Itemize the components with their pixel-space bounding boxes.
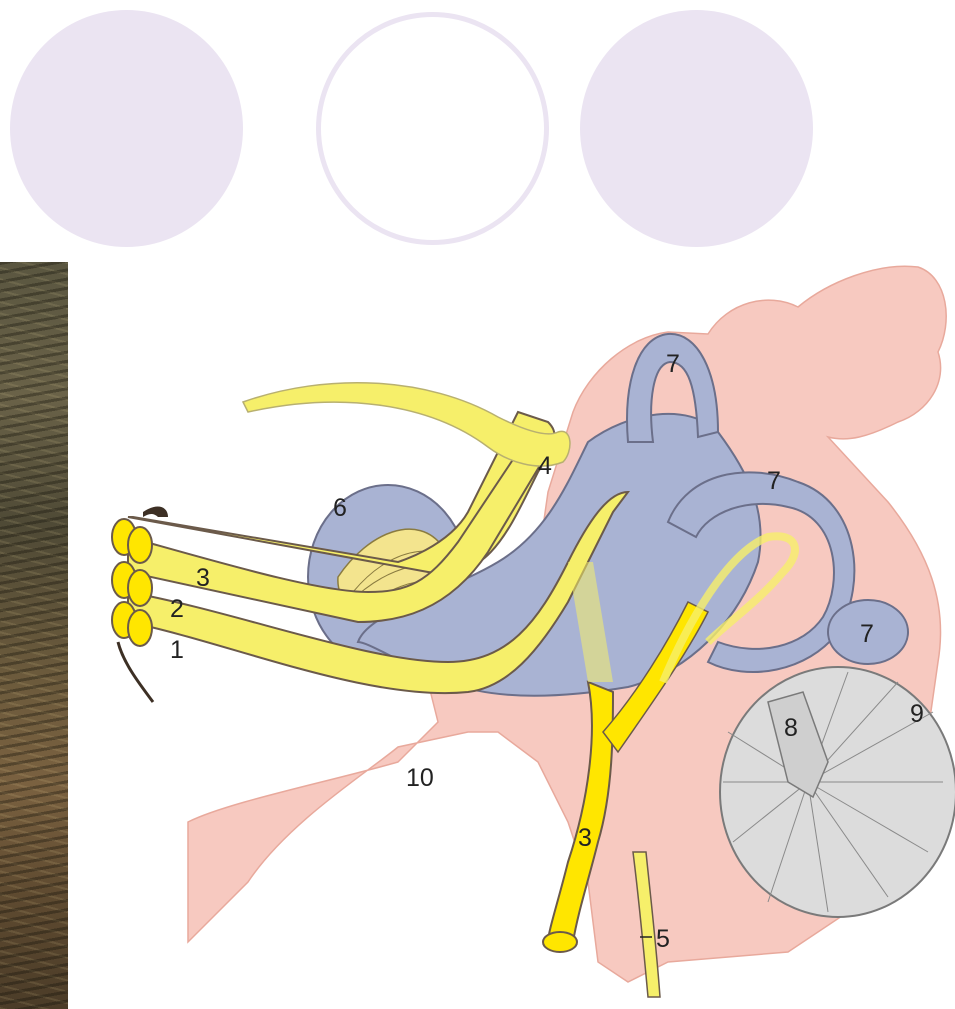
nerve-sheath-edge bbox=[143, 507, 168, 517]
label-7a: 7 bbox=[666, 350, 680, 378]
label-6: 6 bbox=[333, 494, 347, 522]
nerve-sheath-lower bbox=[118, 642, 153, 702]
decorative-circle-center-outline bbox=[316, 12, 549, 245]
decorative-circle-right bbox=[580, 10, 813, 247]
label-9: 9 bbox=[910, 700, 924, 728]
inner-ear-diagram: 1 2 3 4 6 7 7 7 8 9 10 3 5 bbox=[68, 262, 955, 1009]
label-7b: 7 bbox=[767, 467, 781, 495]
label-3a: 3 bbox=[196, 564, 210, 592]
label-7c: 7 bbox=[860, 620, 874, 648]
photo-edge-strip bbox=[0, 262, 68, 1009]
label-1: 1 bbox=[170, 636, 184, 664]
nerve-3-end bbox=[543, 932, 577, 952]
label-8: 8 bbox=[784, 714, 798, 742]
label-5: 5 bbox=[656, 925, 670, 953]
label-4: 4 bbox=[538, 452, 552, 480]
decorative-circle-left bbox=[10, 10, 243, 247]
label-10: 10 bbox=[406, 764, 434, 792]
nerve-cut-ends bbox=[112, 519, 152, 646]
label-3b: 3 bbox=[578, 824, 592, 852]
label-2: 2 bbox=[170, 595, 184, 623]
